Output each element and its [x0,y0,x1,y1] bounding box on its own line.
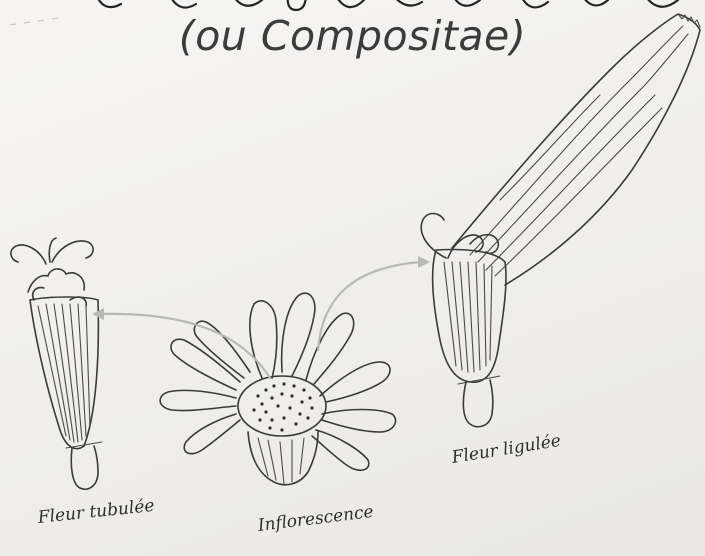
bract-lines [258,438,304,484]
ligulate-corolla-tube [433,250,507,383]
ray-petals [160,293,395,470]
tubular-achene-ring [66,442,102,448]
arrow-to-tubular [92,308,270,378]
ligulate-achene [463,380,492,427]
tubular-flower-drawing [11,238,102,489]
ligule-outline [452,14,700,285]
tubular-stigma-curls [11,238,93,264]
ligulate-tube-lines [444,262,492,372]
ligule-veins [470,26,688,276]
ligulate-flower-drawing [421,14,700,427]
tubular-achene [71,446,98,489]
tubular-tube-lines [38,304,90,442]
flower-disc [238,376,326,436]
tubular-corolla-lobes [28,269,86,306]
disc-florets [252,382,313,431]
arrow-to-ligulate [318,256,430,350]
inflorescence-drawing [160,293,395,485]
